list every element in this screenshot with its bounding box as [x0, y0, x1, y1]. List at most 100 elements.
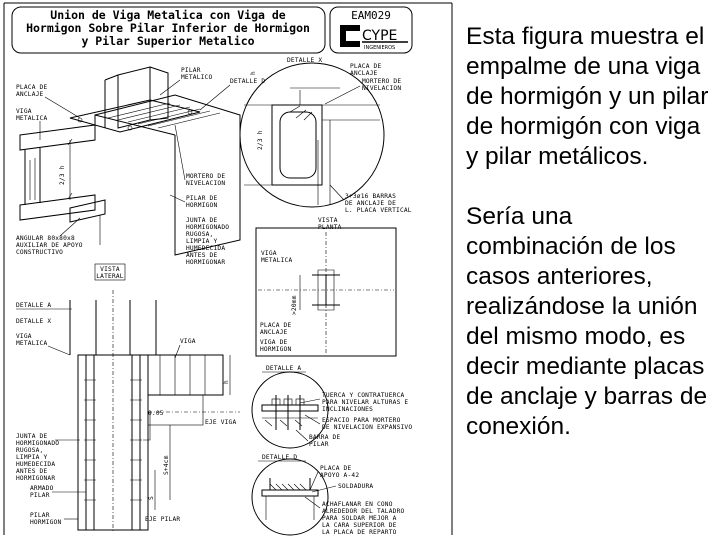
label-pilar-hormigon-bottom-2: HORMIGON: [30, 519, 61, 526]
dim-ld: S+4cm: [163, 455, 170, 475]
label-viga-metalica-left-2: METALICA: [16, 115, 47, 122]
label-vista-lateral-2: LATERAL: [96, 273, 124, 280]
label-tuerca-3: INCLINACIONES: [322, 406, 373, 413]
label-junta-left-6: ANTES DE: [186, 252, 217, 259]
cype-logo: CYPE INGENIEROS: [340, 25, 408, 51]
label-mortero-left-1: MORTERO DE: [186, 173, 225, 180]
label-detalle-d-right: DETALLE D: [262, 454, 297, 461]
label-detalle-a-right: DETALLE A: [266, 365, 301, 372]
label-eje-pilar: EJE PILAR: [145, 516, 180, 523]
title-line-1: Union de Viga Metalica con Viga de: [50, 8, 285, 22]
dim-two-thirds-h-right: 2/3 h: [257, 130, 264, 150]
dim-s: S: [148, 496, 155, 500]
detail-d-circle: [251, 458, 329, 536]
label-pilar-metalico-2: METALICO: [181, 74, 212, 81]
label-mortero-left-2: NIVELACION: [186, 180, 225, 187]
dim-h-bottom: h: [223, 380, 230, 384]
label-detalle-d-top: DETALLE D: [230, 78, 265, 85]
label-vista-planta-2: PLANTA: [318, 224, 342, 231]
label-barras-1: 3+3ø16 BARRAS: [345, 193, 396, 200]
label-achaflanar-1: ACHAFLANAR EN CONO: [322, 501, 393, 508]
label-detalle-x-top: DETALLE X: [287, 57, 322, 64]
label-armado-pilar-1: ARMADO: [30, 485, 54, 492]
label-junta-bottom-3: RUGOSA,: [16, 447, 43, 454]
label-placa-anclaje-left-1: PLACA DE: [16, 84, 47, 91]
label-eje-viga: EJE VIGA: [205, 419, 236, 426]
logo-text: CYPE: [362, 28, 397, 44]
technical-drawing-sheet: Union de Viga Metalica con Viga de Hormi…: [3, 2, 453, 536]
label-mortero-right-1: MORTERO DE: [362, 78, 401, 85]
label-placa-anclaje-right-2: ANCLAJE: [350, 70, 378, 77]
label-placa-anclaje-right-1: PLACA DE: [350, 63, 381, 70]
label-achaflanar-4: LA CARA SUPERIOR DE: [322, 522, 397, 529]
label-placa-anclaje-left-2: ANCLAJE: [16, 91, 44, 98]
label-angular-2: AUXILIAR DE APOYO: [16, 242, 83, 249]
dim-two-thirds-h-left: 2/3 h: [59, 165, 66, 185]
description-paragraph-1: Esta figura muestra el empalme de una vi…: [466, 23, 709, 170]
label-angular-1: ANGULAR 80x80x8: [16, 235, 75, 242]
detail-x-circle: 2/3 h h: [239, 62, 385, 208]
vista-lateral-box: [94, 263, 126, 281]
label-detalle-x-left: DETALLE X: [16, 318, 51, 325]
label-barra-pilar-2: PILAR: [309, 441, 329, 448]
dim-h-circle: h: [250, 71, 257, 75]
label-achaflanar-3: PARA SOLDAR MEJOR A: [322, 515, 397, 522]
label-viga-metalica-bottom-1: VIGA: [16, 333, 32, 340]
label-junta-left-1: JUNTA DE: [186, 217, 217, 224]
detail-a-circle: [251, 371, 329, 449]
label-pilar-metalico-1: PILAR: [181, 67, 201, 74]
label-espacio-1: ESPACIO PARA MORTERO: [322, 417, 401, 424]
label-junta-left-4: LIMPIA Y: [186, 238, 217, 245]
plan-view: [255, 227, 397, 357]
title-line-3: y Pilar Superior Metalico: [81, 34, 254, 48]
label-achaflanar-2: ALREDEDOR DEL TALADRO: [322, 508, 405, 515]
isometric-view: 2/3 h: [19, 66, 241, 256]
label-placa-apoyo-2: APOYO A-42: [320, 472, 359, 479]
label-viga-metalica-left-1: VIGA: [16, 108, 32, 115]
label-vista-planta-1: VISTA: [318, 217, 338, 224]
label-mortero-right-2: NIVELACION: [362, 85, 401, 92]
label-achaflanar-5: LA PLACA DE REPARTO: [322, 529, 397, 536]
label-tuerca-2: PARA NIVELAR ALTURAS E: [322, 399, 408, 406]
label-pilar-hormigon-left-1: PILAR DE: [186, 195, 217, 202]
label-junta-bottom-6: ANTES DE: [16, 468, 47, 475]
label-junta-left-3: RUGOSA,: [186, 231, 213, 238]
label-barras-3: L. PLACA VERTICAL: [345, 207, 412, 214]
label-viga-metalica-bottom-2: METALICA: [16, 340, 47, 347]
label-viga-bottom: VIGA: [180, 338, 196, 345]
description-paragraph-2: Sería una combinación de los casos anter…: [466, 203, 708, 440]
label-junta-bottom-7: HORMIGONAR: [16, 475, 55, 482]
title-line-2: Hormigon Sobre Pilar Inferior de Hormigo…: [26, 21, 310, 35]
label-placa-anclaje-mid-2: ANCLAJE: [260, 329, 288, 336]
label-junta-left-7: HORMIGONAR: [186, 259, 225, 266]
code-box: [329, 6, 413, 54]
label-angular-3: CONSTRUCTIVO: [16, 249, 63, 256]
label-tuerca-1: TUERCA Y CONTRATUERCA: [322, 392, 405, 399]
label-viga-hormigon-mid-1: VIGA DE: [260, 339, 288, 346]
label-pilar-hormigon-bottom-1: PILAR: [30, 512, 50, 519]
dim-20mm: >20mm: [291, 295, 298, 315]
side-view: [69, 290, 240, 532]
label-espacio-2: DE NIVELACION EXPANSIVO: [322, 424, 412, 431]
label-junta-left-2: HORMIGONADO: [186, 224, 229, 231]
label-viga-metalica-mid-1: VIGA: [261, 250, 277, 257]
label-detalle-a-left: DETALLE A: [16, 302, 51, 309]
label-junta-left-5: HUMEDECIDA: [186, 245, 225, 252]
title-box: [11, 6, 326, 54]
label-junta-bottom-5: HUMEDECIDA: [16, 461, 55, 468]
label-soldadura: SOLDADURA: [338, 483, 373, 490]
label-placa-anclaje-mid-1: PLACA DE: [260, 322, 291, 329]
label-armado-pilar-2: PILAR: [30, 492, 50, 499]
label-pilar-hormigon-left-2: HORMIGON: [186, 202, 217, 209]
drawing-canvas: Union de Viga Metalica con Viga de Hormi…: [3, 2, 453, 536]
label-barra-pilar-1: BARRA DE: [309, 434, 340, 441]
dim-005: 0.05: [148, 410, 164, 417]
label-placa-apoyo-1: PLACA DE: [320, 465, 351, 472]
description-panel: Esta figura muestra el empalme de una vi…: [466, 22, 716, 442]
label-vista-lateral-1: VISTA: [100, 266, 120, 273]
label-barras-2: DE ANCLAJE DE: [345, 200, 396, 207]
drawing-code: EAM029: [351, 9, 391, 22]
label-junta-bottom-2: HORMIGONADO: [16, 440, 59, 447]
label-junta-bottom-1: JUNTA DE: [16, 433, 47, 440]
label-viga-hormigon-mid-2: HORMIGON: [260, 346, 291, 353]
